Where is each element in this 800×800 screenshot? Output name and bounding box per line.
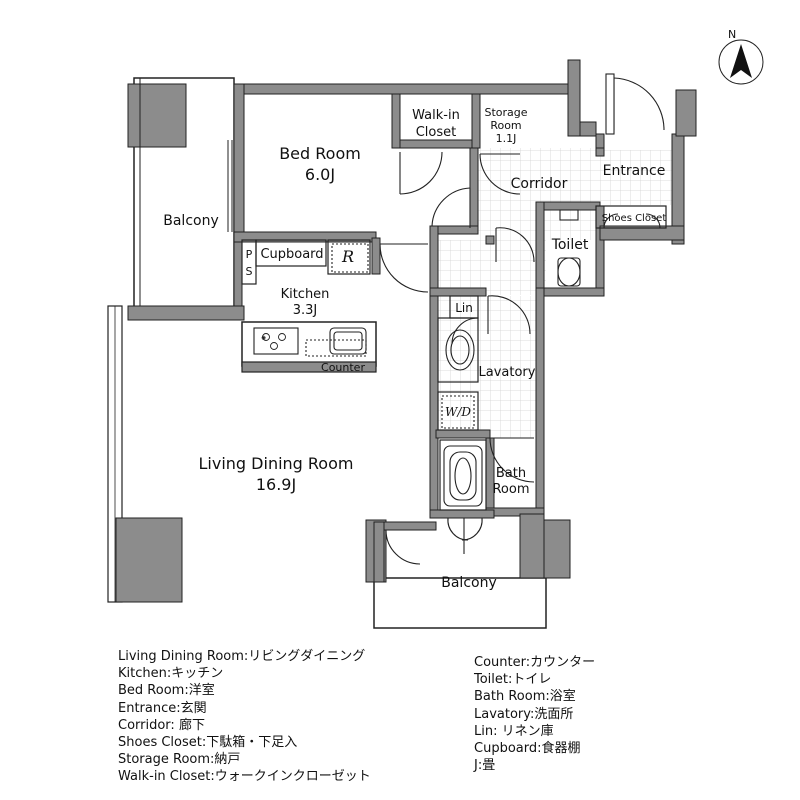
svg-text:✺: ✺ <box>261 335 266 342</box>
legend-item: Shoes Closet:下駄箱・下足入 <box>118 735 298 751</box>
legend-item: Storage Room:納戸 <box>118 752 241 768</box>
partitions <box>241 205 667 511</box>
bath-label-1: Bath <box>496 466 526 481</box>
legend-item: Cupboard:食器棚 <box>474 741 581 757</box>
tiled-floor-areas <box>436 148 672 438</box>
walkin-label-2: Closet <box>416 125 457 140</box>
walkin-label-1: Walk-in <box>412 108 460 123</box>
bedroom-label: Bed Room <box>279 144 361 163</box>
bath-label-2: Room <box>492 482 529 497</box>
ps-label-2: S <box>246 265 253 278</box>
legend-item: J:畳 <box>474 758 496 774</box>
living-label: Living Dining Room <box>199 454 354 473</box>
entrance-label: Entrance <box>603 163 666 179</box>
corridor-label: Corridor <box>511 176 568 192</box>
kitchen-label: Kitchen <box>281 287 330 302</box>
counter-label: Counter <box>321 361 365 374</box>
balcony-bottom-label: Balcony <box>441 575 497 591</box>
legend-item: Lavatory:洗面所 <box>474 706 574 722</box>
doors <box>379 73 665 565</box>
north-arrow-icon: N <box>718 28 764 85</box>
kitchen-size: 3.3J <box>293 303 318 318</box>
legend-right: Counter:カウンター Toilet:トイレ Bath Room:浴室 La… <box>474 654 595 774</box>
shoes-closet-label: Shoes Closet <box>602 213 667 224</box>
compass-letter: N <box>728 28 736 41</box>
legend-item: Corridor: 廊下 <box>118 717 205 733</box>
floor-plan: ✺ <box>107 28 764 629</box>
ldr-window <box>107 305 183 603</box>
storage-size: 1.1J <box>496 132 517 145</box>
bedroom-size: 6.0J <box>305 165 335 184</box>
balcony-top <box>127 77 235 309</box>
lavatory-label: Lavatory <box>479 365 536 380</box>
lin-label: Lin <box>455 301 473 315</box>
living-size: 16.9J <box>256 475 296 494</box>
fixtures: ✺ <box>253 209 661 507</box>
cupboard-label: Cupboard <box>260 247 323 262</box>
legend-item: Lin: リネン庫 <box>474 723 554 739</box>
legend-item: Bed Room:洋室 <box>118 683 215 699</box>
legend-item: Walk-in Closet:ウォークインクローゼット <box>118 769 371 785</box>
legend-item: Counter:カウンター <box>474 655 596 670</box>
ps-label-1: P <box>246 248 253 261</box>
legend-left: Living Dining Room:リビングダイニング Kitchen:キッチ… <box>118 648 371 786</box>
legend-item: Toilet:トイレ <box>474 672 552 688</box>
storage-label-2: Room <box>490 119 521 132</box>
toilet-label: Toilet <box>551 237 589 253</box>
balcony-top-label: Balcony <box>163 213 219 229</box>
walls <box>127 59 697 583</box>
wd-label: W/D <box>445 405 471 419</box>
balcony-bottom <box>365 519 571 629</box>
fridge-label: R <box>341 247 354 266</box>
storage-label-1: Storage <box>484 106 527 119</box>
legend-item: Entrance:玄関 <box>118 700 207 716</box>
legend-item: Bath Room:浴室 <box>474 689 576 705</box>
legend-item: Kitchen:キッチン <box>118 666 224 682</box>
legend-item: Living Dining Room:リビングダイニング <box>118 649 366 664</box>
